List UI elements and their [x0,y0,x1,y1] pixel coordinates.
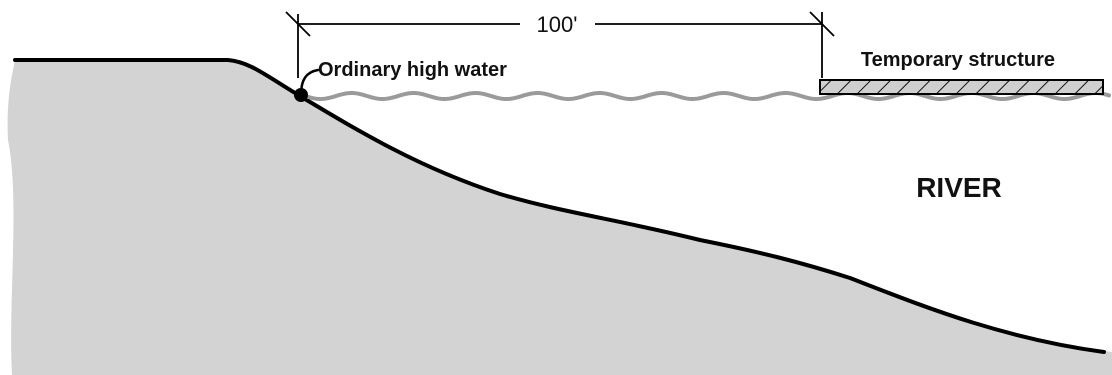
dimension-tick-left [285,11,311,37]
land-fill [7,60,1112,375]
ordinary-high-water-label: Ordinary high water [318,59,507,81]
dimension-tick-right [809,11,835,37]
temporary-structure-hatch [821,81,1102,93]
dimension-label: 100' [537,12,578,37]
ordinary-high-water-marker-icon [294,88,308,102]
river-label: RIVER [916,172,1002,203]
temporary-structure-label: Temporary structure [861,49,1055,71]
